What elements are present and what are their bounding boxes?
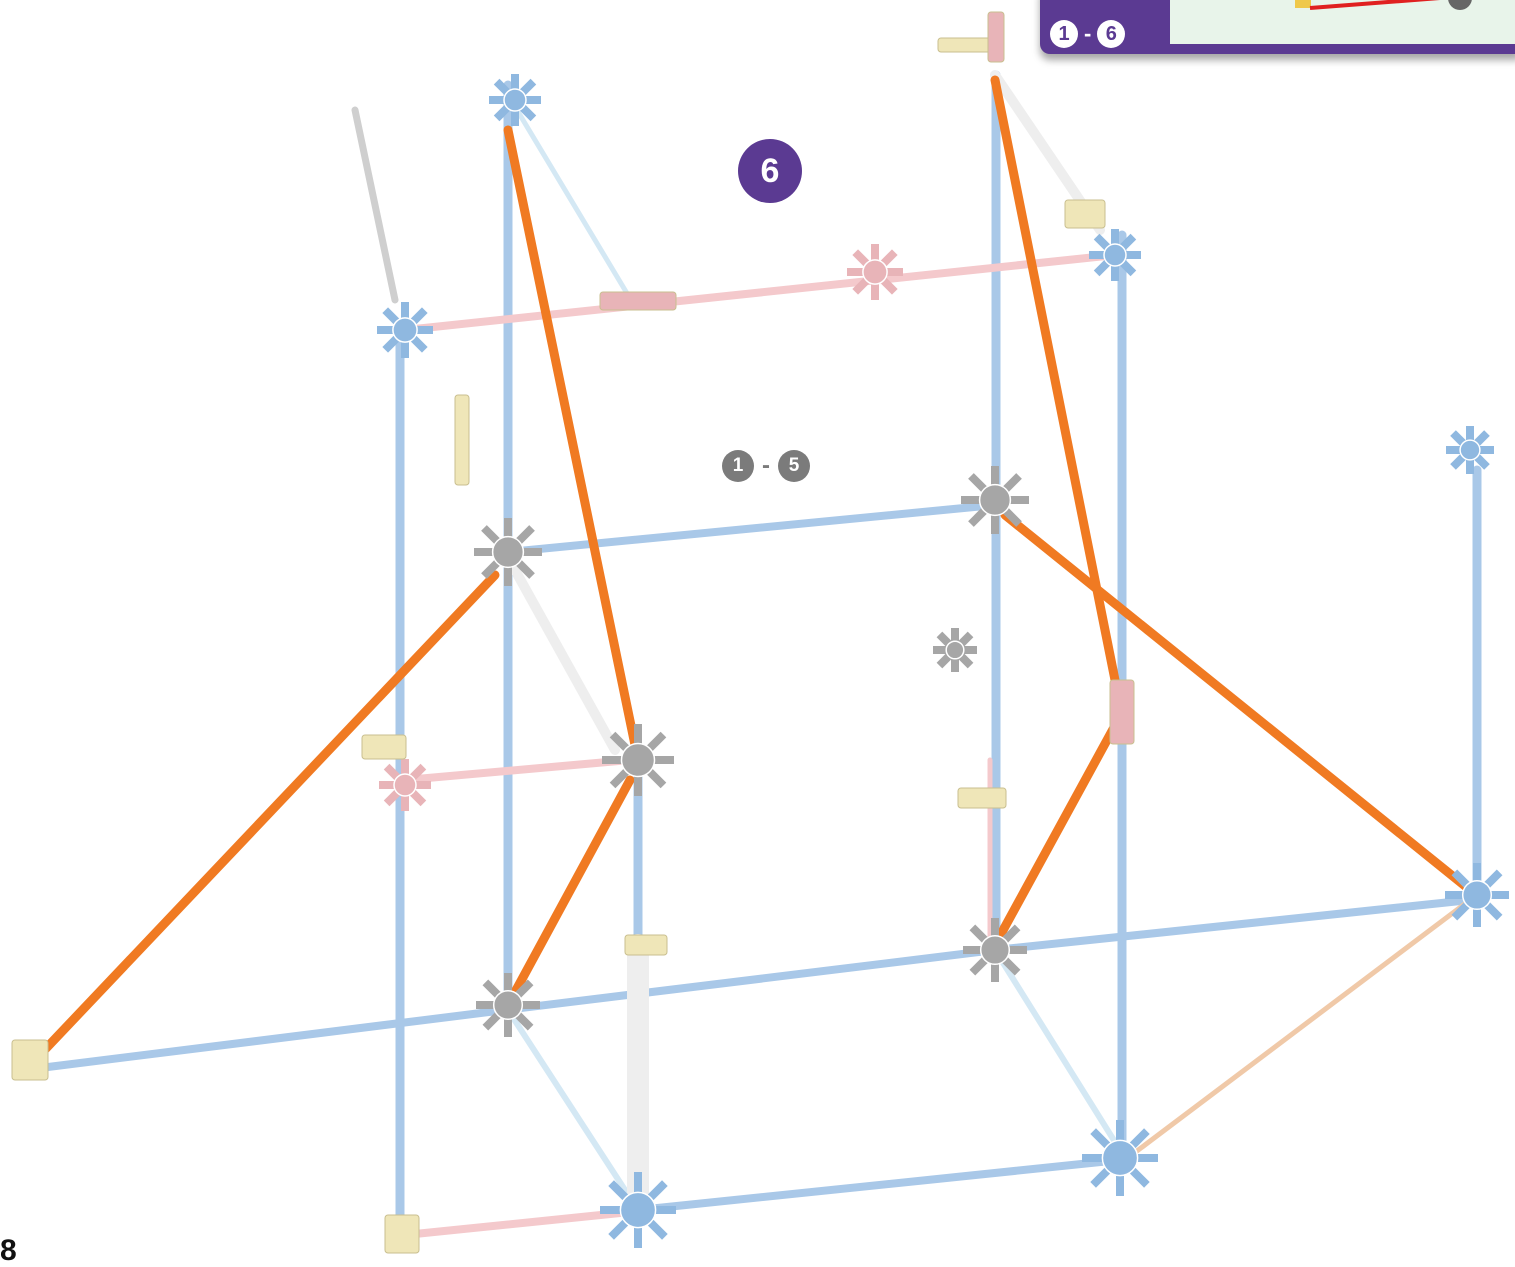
range-end-circle: 5 (778, 450, 810, 482)
gray-connector (476, 973, 540, 1037)
blue-connector (1446, 426, 1494, 474)
pink-clip (987, 11, 1005, 63)
pink-connector (379, 759, 431, 811)
gray-connector (602, 724, 674, 796)
step-number-badge: 6 (738, 139, 802, 203)
light-blue-rod (505, 92, 631, 298)
inset-step-range: 1 - 6 (1050, 18, 1126, 50)
gray-connector-icon (1448, 0, 1472, 10)
orange-rod (1000, 510, 1475, 895)
blue-connector (600, 1172, 676, 1248)
previous-steps-label: 1 - 5 (722, 449, 810, 483)
connectors-layer (11, 11, 1509, 1254)
pink-rod (401, 756, 634, 784)
yellow-clip (624, 934, 668, 956)
pink-clip (599, 291, 677, 311)
gray-rod (351, 106, 399, 304)
gray-connector (933, 628, 977, 672)
page-number: 8 (0, 1234, 17, 1267)
red-rod-icon (1309, 0, 1441, 10)
yellow-clip (1064, 199, 1106, 229)
range-end-circle: 6 (1097, 20, 1126, 48)
light-blue-rod (992, 947, 1123, 1153)
yellow-clip (384, 1214, 420, 1254)
pink-rod (401, 251, 1119, 334)
blue-connector (1445, 863, 1509, 927)
yellow-clip (454, 394, 470, 486)
pink-connector (847, 244, 903, 300)
yellow-clip (361, 734, 407, 760)
orange-rod (503, 775, 635, 1010)
orange-rod (990, 715, 1123, 950)
blue-rod (634, 1156, 1124, 1214)
range-start-circle: 1 (1050, 20, 1078, 48)
tan-rod (1122, 897, 1473, 1163)
blue-connector (1089, 229, 1141, 281)
light-blue-rod (505, 1007, 641, 1213)
blue-rod (991, 896, 1474, 954)
inset-preview-art (1295, 0, 1472, 10)
yellow-connector-icon (1295, 0, 1311, 8)
white-spring (510, 565, 620, 755)
orange-rod (30, 570, 500, 1065)
range-dash: - (1084, 21, 1092, 46)
gray-connector (963, 918, 1027, 982)
pink-clip (1109, 679, 1135, 745)
blue-rod (36, 1006, 509, 1072)
gray-connector (474, 518, 542, 586)
gray-connector (961, 466, 1029, 534)
range-dash: - (762, 452, 770, 479)
yellow-clip (957, 787, 1007, 809)
yellow-clip (11, 1039, 49, 1081)
inset-preview-area (1170, 0, 1515, 44)
pink-rod (401, 1208, 634, 1239)
blue-rod (501, 946, 999, 1014)
blue-connector (1082, 1120, 1158, 1196)
blue-connector (489, 74, 541, 126)
orange-rod (503, 125, 640, 750)
blue-rod (504, 501, 999, 556)
blue-connector (377, 302, 433, 358)
rods-layer (30, 70, 1482, 1240)
range-start-circle: 1 (722, 450, 754, 482)
